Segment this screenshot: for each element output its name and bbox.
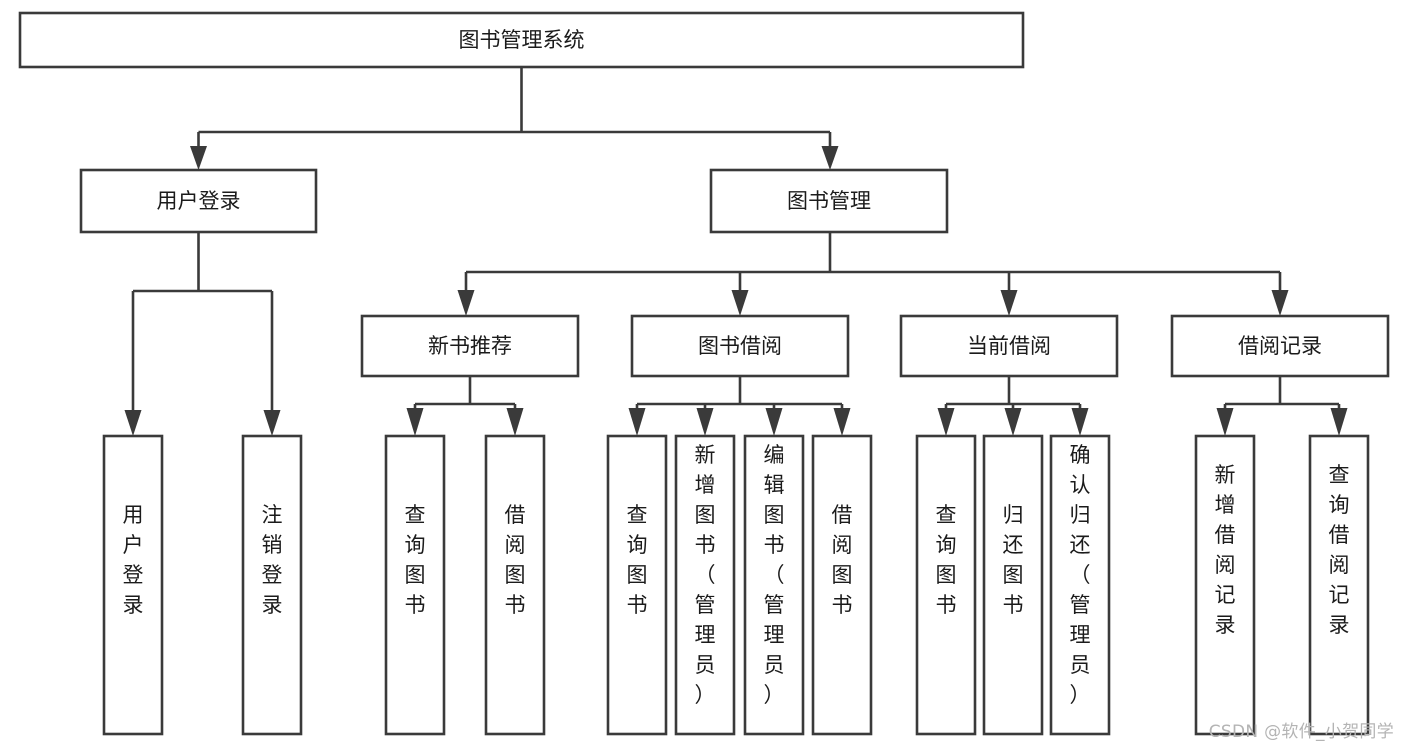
- leaf-current-return-book-label: 归还图书: [1003, 503, 1024, 617]
- node-borrow-record-box[interactable]: [1170, 314, 1390, 378]
- arrow-head-newbook-borrow: [506, 408, 524, 436]
- arrow-head-borrow-record: [1271, 290, 1289, 316]
- leaf-record-add-record-label: 新增借阅记录: [1215, 463, 1236, 637]
- node-book-borrow-label: 图书借阅: [698, 334, 782, 358]
- leaf-borrow-add-book-box[interactable]: [674, 434, 736, 736]
- arrow-head-user-login: [190, 146, 207, 170]
- arrow-head-current-confirm: [1071, 408, 1089, 436]
- leaf-borrow-query-book-box[interactable]: [606, 434, 668, 736]
- arrow-head-book-mgmt: [821, 146, 839, 170]
- leaf-record-query-record-label: 查询借阅记录: [1329, 463, 1350, 637]
- node-borrow-record[interactable]: 借阅记录: [1170, 314, 1390, 378]
- leaf-current-return-book[interactable]: 归还图书: [982, 434, 1044, 736]
- connector-layer: [124, 67, 1348, 436]
- node-book-management-box[interactable]: [709, 168, 949, 234]
- node-current-borrow-label: 当前借阅: [967, 334, 1051, 358]
- arrow-head-newbook-query: [406, 408, 424, 436]
- arrow-head-record-add: [1216, 408, 1234, 436]
- arrow-head-borrow-lend: [833, 408, 851, 436]
- arrow-head-leaf-user-login: [124, 410, 142, 436]
- leaf-borrow-edit-book-box[interactable]: [743, 434, 805, 736]
- node-book-management-label: 图书管理: [787, 189, 871, 213]
- leaf-current-query-book[interactable]: 查询图书: [915, 434, 977, 736]
- leaf-record-add-record[interactable]: 新增借阅记录: [1194, 434, 1256, 736]
- leaf-newbook-query-book-label: 查询图书: [405, 503, 426, 617]
- node-new-book-recommend-label: 新书推荐: [428, 334, 512, 358]
- arrow-head-current-borrow: [1000, 290, 1018, 316]
- leaf-borrow-lend-book-label: 借阅图书: [832, 503, 853, 617]
- leaf-current-query-book-label: 查询图书: [936, 503, 957, 617]
- leaf-user-login[interactable]: 用户登录: [102, 434, 164, 736]
- node-book-management[interactable]: 图书管理: [709, 168, 949, 234]
- leaf-borrow-edit-book[interactable]: 编辑图书（管理员）: [743, 434, 805, 736]
- leaf-borrow-edit-book-label: 编辑图书（管理员）: [764, 443, 785, 707]
- leaf-borrow-query-book[interactable]: 查询图书: [606, 434, 668, 736]
- leaf-newbook-borrow-book-box[interactable]: [484, 434, 546, 736]
- leaf-newbook-borrow-book[interactable]: 借阅图书: [484, 434, 546, 736]
- leaf-record-query-record-box[interactable]: [1308, 434, 1370, 736]
- leaf-current-query-book-box[interactable]: [915, 434, 977, 736]
- node-borrow-record-label: 借阅记录: [1238, 334, 1322, 358]
- leaf-logout-box[interactable]: [241, 434, 303, 736]
- leaf-borrow-lend-book[interactable]: 借阅图书: [811, 434, 873, 736]
- node-current-borrow-box[interactable]: [899, 314, 1119, 378]
- leaf-borrow-add-book[interactable]: 新增图书（管理员）: [674, 434, 736, 736]
- arrow-head-current-return: [1004, 408, 1022, 436]
- leaf-current-confirm-return[interactable]: 确认归还（管理员）: [1049, 434, 1111, 736]
- leaf-logout-label: 注销登录: [262, 503, 283, 617]
- node-user-login-box[interactable]: [79, 168, 318, 234]
- node-book-borrow-box[interactable]: [630, 314, 850, 378]
- node-user-login-label: 用户登录: [157, 189, 241, 213]
- arrow-head-book-borrow: [731, 290, 749, 316]
- node-user-login[interactable]: 用户登录: [79, 168, 318, 234]
- csdn-watermark: CSDN @软件_小贺同学: [1208, 722, 1394, 742]
- leaf-logout[interactable]: 注销登录: [241, 434, 303, 736]
- leaf-user-login-box[interactable]: [102, 434, 164, 736]
- leaf-current-return-book-box[interactable]: [982, 434, 1044, 736]
- leaf-newbook-query-book-box[interactable]: [384, 434, 446, 736]
- leaf-current-confirm-return-box[interactable]: [1049, 434, 1111, 736]
- node-new-book-recommend-box[interactable]: [360, 314, 580, 378]
- node-new-book-recommend[interactable]: 新书推荐: [360, 314, 580, 378]
- arrow-head-borrow-edit: [765, 408, 783, 436]
- node-root[interactable]: 图书管理系统: [18, 11, 1025, 69]
- node-book-borrow[interactable]: 图书借阅: [630, 314, 850, 378]
- arrow-head-record-query: [1330, 408, 1348, 436]
- node-root-label: 图书管理系统: [459, 28, 585, 52]
- leaf-user-login-label: 用户登录: [123, 503, 144, 617]
- leaf-newbook-borrow-book-label: 借阅图书: [505, 503, 526, 617]
- leaf-borrow-query-book-label: 查询图书: [627, 503, 648, 617]
- arrow-head-current-query: [937, 408, 955, 436]
- arrow-head-new-book: [457, 290, 475, 316]
- arrow-head-leaf-logout: [263, 410, 281, 436]
- node-root-box[interactable]: [18, 11, 1025, 69]
- leaf-record-add-record-box[interactable]: [1194, 434, 1256, 736]
- leaf-record-query-record[interactable]: 查询借阅记录: [1308, 434, 1370, 736]
- node-current-borrow[interactable]: 当前借阅: [899, 314, 1119, 378]
- leaf-newbook-query-book[interactable]: 查询图书: [384, 434, 446, 736]
- leaf-borrow-add-book-label: 新增图书（管理员）: [695, 443, 716, 707]
- leaf-current-confirm-return-label: 确认归还（管理员）: [1070, 443, 1091, 707]
- arrow-head-borrow-add: [696, 408, 714, 436]
- leaf-node-layer: 用户登录 注销登录 查询图书 借阅图书 查询图书 新增图书（管理员）: [102, 434, 1370, 736]
- leaf-borrow-lend-book-box[interactable]: [811, 434, 873, 736]
- arrow-head-borrow-query: [628, 408, 646, 436]
